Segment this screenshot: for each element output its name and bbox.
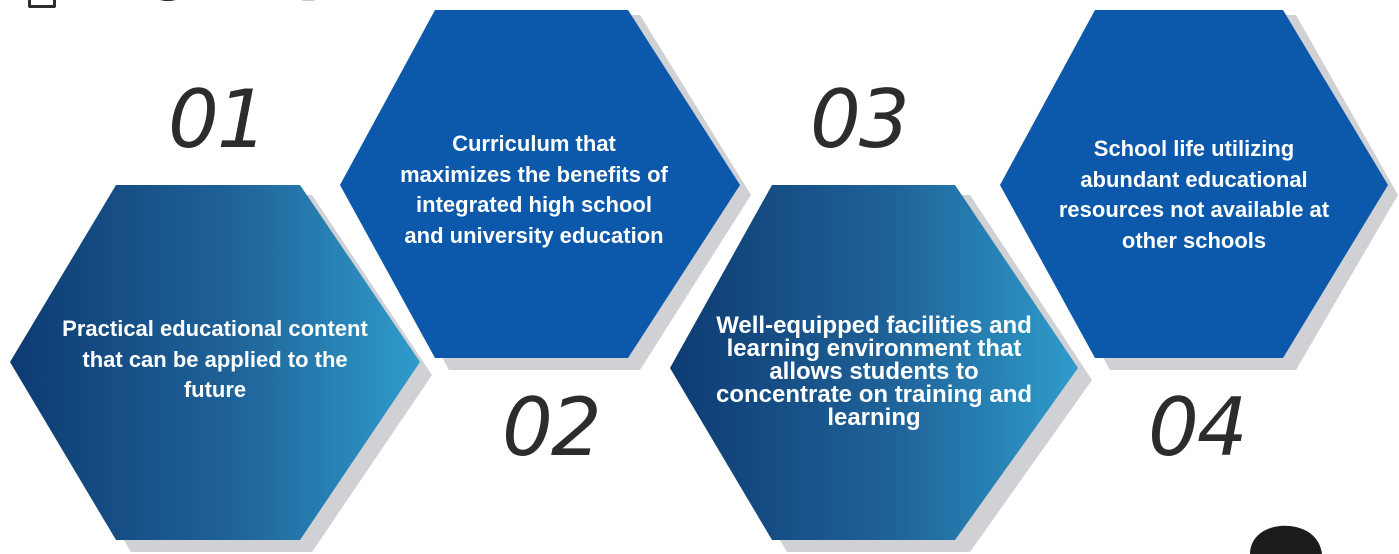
point-text-02: Curriculum that maximizes the benefits o… [400,131,668,248]
page-title: POINT [90,0,335,10]
point-number-01: 01 [168,73,268,166]
point-text-01: Practical educational content that can b… [62,316,368,403]
point-number-04: 04 [1148,381,1248,474]
point-number-03: 03 [810,73,910,166]
hexagon-2 [340,10,740,358]
person-silhouette-icon [1250,525,1322,554]
point-text-03: Well-equipped facilities and learning en… [715,311,1033,431]
hexagon-1 [10,185,420,540]
hexagon-4 [1000,10,1388,358]
title-square-icon [28,0,56,8]
point-text-04: School life utilizing abundant education… [1058,136,1330,253]
point-number-02: 02 [502,381,602,474]
hexagon-3 [670,185,1078,540]
